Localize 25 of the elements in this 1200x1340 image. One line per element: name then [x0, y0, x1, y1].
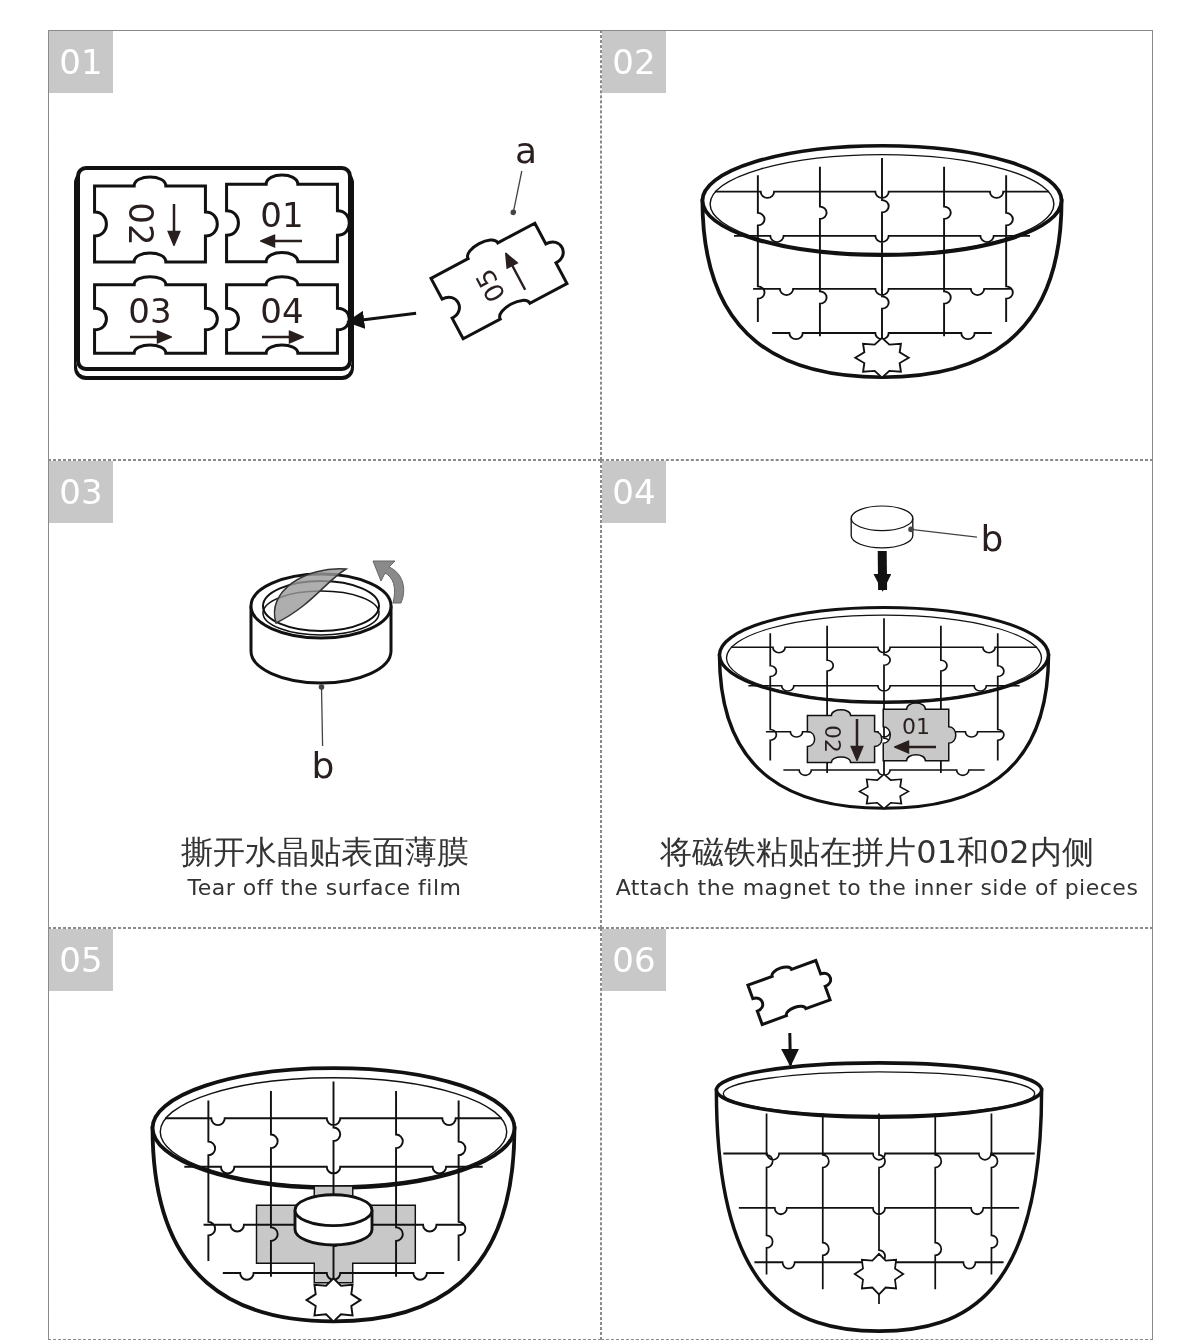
- piece-number: 02: [821, 725, 843, 753]
- piece-number: 02: [124, 202, 158, 246]
- step-panel: [48, 30, 601, 460]
- piece-number: 01: [260, 198, 304, 232]
- leader-line: [510, 170, 523, 216]
- piece-number: 01: [902, 716, 930, 738]
- step-panel: [48, 460, 601, 928]
- arrow: [781, 1032, 800, 1067]
- piece-number: 04: [260, 294, 304, 328]
- arrow: [346, 310, 417, 329]
- part-letter: b: [308, 746, 338, 786]
- instruction-text: 撕开水晶贴表面薄膜: [180, 833, 469, 871]
- part-letter: b: [977, 519, 1007, 559]
- piece-number: 05: [471, 264, 511, 306]
- step-panel: [601, 30, 1153, 460]
- instruction-text: 将磁铁粘贴在拼片01和02内侧: [660, 833, 1094, 871]
- instruction-text: Tear off the surface film: [187, 875, 462, 900]
- step-panel: [48, 928, 601, 1340]
- step-panel: [601, 928, 1153, 1340]
- instruction-text: Attach the magnet to the inner side of pieces: [615, 875, 1139, 900]
- step-panel: [601, 460, 1153, 928]
- leader-line: [318, 684, 325, 747]
- piece-number: 03: [128, 294, 172, 328]
- part-letter: a: [511, 131, 541, 171]
- leader-line: [908, 526, 978, 538]
